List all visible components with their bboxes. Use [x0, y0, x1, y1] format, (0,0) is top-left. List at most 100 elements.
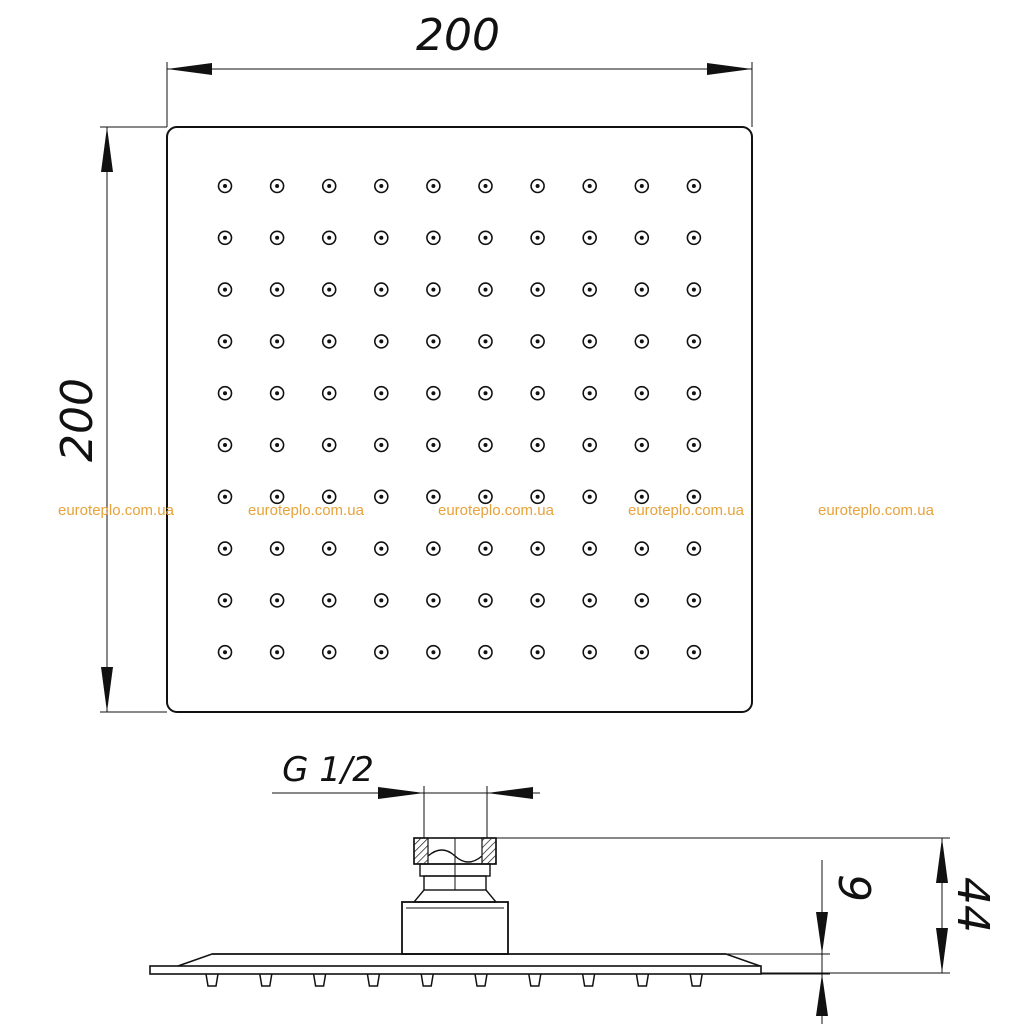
arrow-up — [936, 838, 948, 883]
thickness-dimension: 9 — [508, 860, 879, 1024]
nozzle — [478, 178, 493, 194]
nozzle-grid — [217, 178, 702, 660]
nozzle — [582, 230, 598, 246]
nozzle — [426, 282, 441, 297]
nozzle — [478, 385, 493, 401]
watermark: euroteplo.com.ua — [818, 502, 935, 519]
arrow-right — [378, 787, 424, 799]
nozzle — [478, 489, 493, 505]
nozzle — [373, 541, 389, 556]
nozzle — [686, 282, 702, 297]
nozzle — [217, 644, 233, 660]
nozzle — [217, 282, 233, 297]
nozzle — [634, 230, 650, 246]
nozzle — [217, 437, 233, 453]
arrow-up — [816, 974, 828, 1016]
nozzle — [217, 178, 233, 194]
nozzle — [530, 437, 545, 453]
nozzle — [321, 593, 337, 608]
total-height-dimension: 44 — [496, 837, 998, 974]
thread-dimension: G 1/2 — [272, 750, 540, 838]
nozzle — [426, 230, 441, 246]
nozzle — [478, 282, 493, 297]
total-height-label: 44 — [947, 877, 998, 933]
watermark: euroteplo.com.ua — [438, 502, 555, 519]
nozzle — [373, 644, 389, 660]
shower-plate-outline — [166, 126, 753, 713]
nozzle — [582, 282, 598, 297]
arrow-down — [101, 667, 113, 712]
nozzle — [582, 385, 598, 401]
nozzle — [269, 385, 285, 401]
nozzle — [686, 385, 702, 401]
nozzle — [321, 644, 337, 660]
shower-plate-side — [149, 953, 762, 987]
nozzle — [426, 489, 441, 505]
watermark: euroteplo.com.ua — [58, 502, 175, 519]
watermark-row: euroteplo.com.ua euroteplo.com.ua eurote… — [58, 502, 935, 519]
nozzle-nub — [420, 973, 434, 987]
nozzle — [634, 437, 650, 453]
nozzle — [426, 593, 441, 608]
nozzle — [634, 282, 650, 297]
side-view: G 1/2 9 — [149, 750, 998, 1024]
nozzle — [530, 178, 545, 194]
nozzle — [686, 334, 702, 349]
nozzle — [269, 230, 285, 246]
height-dimension: 200 — [52, 126, 167, 713]
arrow-up — [101, 127, 113, 172]
nozzle — [373, 437, 389, 453]
nozzle — [634, 385, 650, 401]
nozzle-nub — [528, 973, 542, 987]
watermark: euroteplo.com.ua — [248, 502, 365, 519]
nozzle — [321, 541, 337, 556]
nozzle — [634, 593, 650, 608]
nozzle — [269, 541, 285, 556]
nozzle — [686, 489, 702, 505]
arrow-right — [707, 63, 752, 75]
nozzle — [634, 541, 650, 556]
nozzle — [373, 334, 389, 349]
nozzle — [426, 334, 441, 349]
nozzle — [373, 282, 389, 297]
nozzle — [321, 230, 337, 246]
nozzle — [634, 334, 650, 349]
nozzle — [321, 437, 337, 453]
nozzle — [686, 593, 702, 608]
nozzle — [321, 385, 337, 401]
nozzle — [321, 178, 337, 194]
nozzle — [426, 437, 441, 453]
nozzle — [686, 437, 702, 453]
nozzle — [582, 178, 598, 194]
nozzle — [269, 644, 285, 660]
nozzle — [269, 437, 285, 453]
nozzle — [634, 644, 650, 660]
side-nozzle-row — [205, 973, 703, 987]
nozzle — [530, 334, 545, 349]
nozzle — [269, 489, 285, 505]
nozzle — [426, 644, 441, 660]
nozzle — [582, 593, 598, 608]
nozzle — [478, 593, 493, 608]
nozzle — [582, 541, 598, 556]
nozzle — [530, 541, 545, 556]
nozzle — [530, 230, 545, 246]
nozzle — [373, 385, 389, 401]
nozzle-nub — [366, 973, 381, 987]
nozzle — [217, 230, 233, 246]
nozzle — [373, 178, 389, 194]
nozzle — [321, 489, 337, 505]
nozzle — [478, 541, 493, 556]
arrow-down — [816, 912, 828, 954]
nozzle — [426, 541, 441, 556]
nozzle — [269, 178, 285, 194]
nozzle — [582, 489, 598, 505]
nozzle — [426, 385, 441, 401]
nozzle-nub — [259, 973, 273, 987]
nozzle — [321, 282, 337, 297]
nozzle — [478, 334, 493, 349]
arrow-left — [487, 787, 533, 799]
nozzle — [426, 178, 441, 194]
nozzle — [217, 385, 233, 401]
